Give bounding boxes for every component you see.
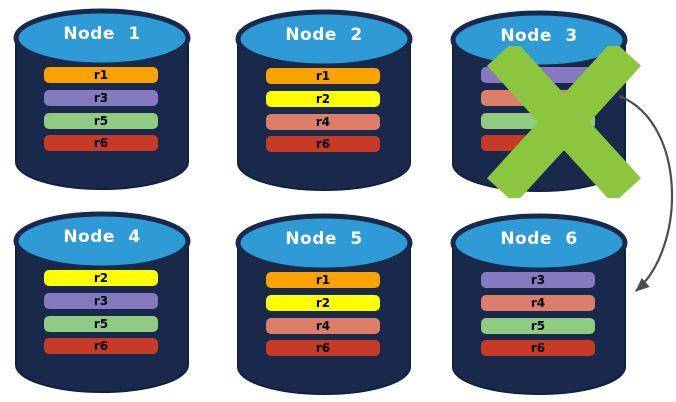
- replica-label: r4: [315, 115, 331, 129]
- cylinder-top: [235, 213, 413, 273]
- replica-label: r6: [93, 136, 109, 150]
- replica-bar: r2: [266, 295, 380, 311]
- node-title: Node 2: [285, 25, 363, 45]
- replica-label: r4: [530, 296, 546, 310]
- replica-bar: r6: [481, 340, 595, 356]
- replica-bar: r3: [481, 272, 595, 288]
- cylinder-top: [13, 8, 191, 68]
- node-title: Node 6: [500, 229, 578, 249]
- replica-bar: r3: [44, 90, 158, 106]
- replica-label: r2: [315, 296, 331, 310]
- replica-bar: r6: [266, 136, 380, 152]
- replica-bar: r2: [44, 270, 158, 286]
- replica-bar: r1: [44, 67, 158, 83]
- replica-label: r5: [530, 319, 546, 333]
- replica-bar: r4: [266, 318, 380, 334]
- node-title: Node 4: [63, 227, 141, 247]
- replica-bar: [481, 135, 595, 151]
- replica-label: r6: [315, 137, 331, 151]
- replica-label: r5: [93, 114, 109, 128]
- replica-bar: r5: [44, 316, 158, 332]
- replica-bar: r5: [481, 318, 595, 334]
- replica-bar: [481, 90, 595, 106]
- replica-label: r2: [315, 92, 331, 106]
- replica-bar: r1: [266, 68, 380, 84]
- node-2: Node 2 r1 r2 r4 r6: [235, 9, 413, 193]
- replica-bar: r5: [44, 113, 158, 129]
- replica-bar: r6: [266, 340, 380, 356]
- node-5: Node 5 r1 r2 r4 r6: [235, 213, 413, 397]
- replica-label: r6: [315, 341, 331, 355]
- cylinder-top: [235, 9, 413, 69]
- replica-label: r2: [93, 271, 109, 285]
- node-title: Node 1: [63, 24, 141, 44]
- replica-bar: r6: [44, 338, 158, 354]
- replica-bar: r3: [481, 67, 595, 83]
- node-4: Node 4 r2 r3 r5 r6: [13, 211, 191, 395]
- replica-label: r3: [530, 68, 546, 82]
- replica-label: r1: [315, 69, 331, 83]
- node-title: Node 3: [500, 26, 578, 46]
- node-title: Node 5: [285, 229, 363, 249]
- replica-bar: r6: [44, 135, 158, 151]
- replica-bar: r4: [481, 295, 595, 311]
- replica-bar: r4: [266, 114, 380, 130]
- replica-bar: r3: [44, 293, 158, 309]
- cylinder-top: [13, 211, 191, 271]
- replica-label: r6: [93, 339, 109, 353]
- node-3: Node 3 r3: [450, 10, 628, 194]
- node-6: Node 6 r3 r4 r5 r6: [450, 213, 628, 397]
- replica-bar: [481, 113, 595, 129]
- replica-label: r1: [93, 68, 109, 82]
- replica-bar: r1: [266, 272, 380, 288]
- replica-bar: r2: [266, 91, 380, 107]
- replica-label: r3: [530, 273, 546, 287]
- node-1: Node 1 r1 r3 r5 r6: [13, 8, 191, 192]
- replica-label: r4: [315, 319, 331, 333]
- replica-label: r6: [530, 341, 546, 355]
- replica-label: r3: [93, 294, 109, 308]
- replica-label: r1: [315, 273, 331, 287]
- replica-label: r3: [93, 91, 109, 105]
- replica-label: r5: [93, 317, 109, 331]
